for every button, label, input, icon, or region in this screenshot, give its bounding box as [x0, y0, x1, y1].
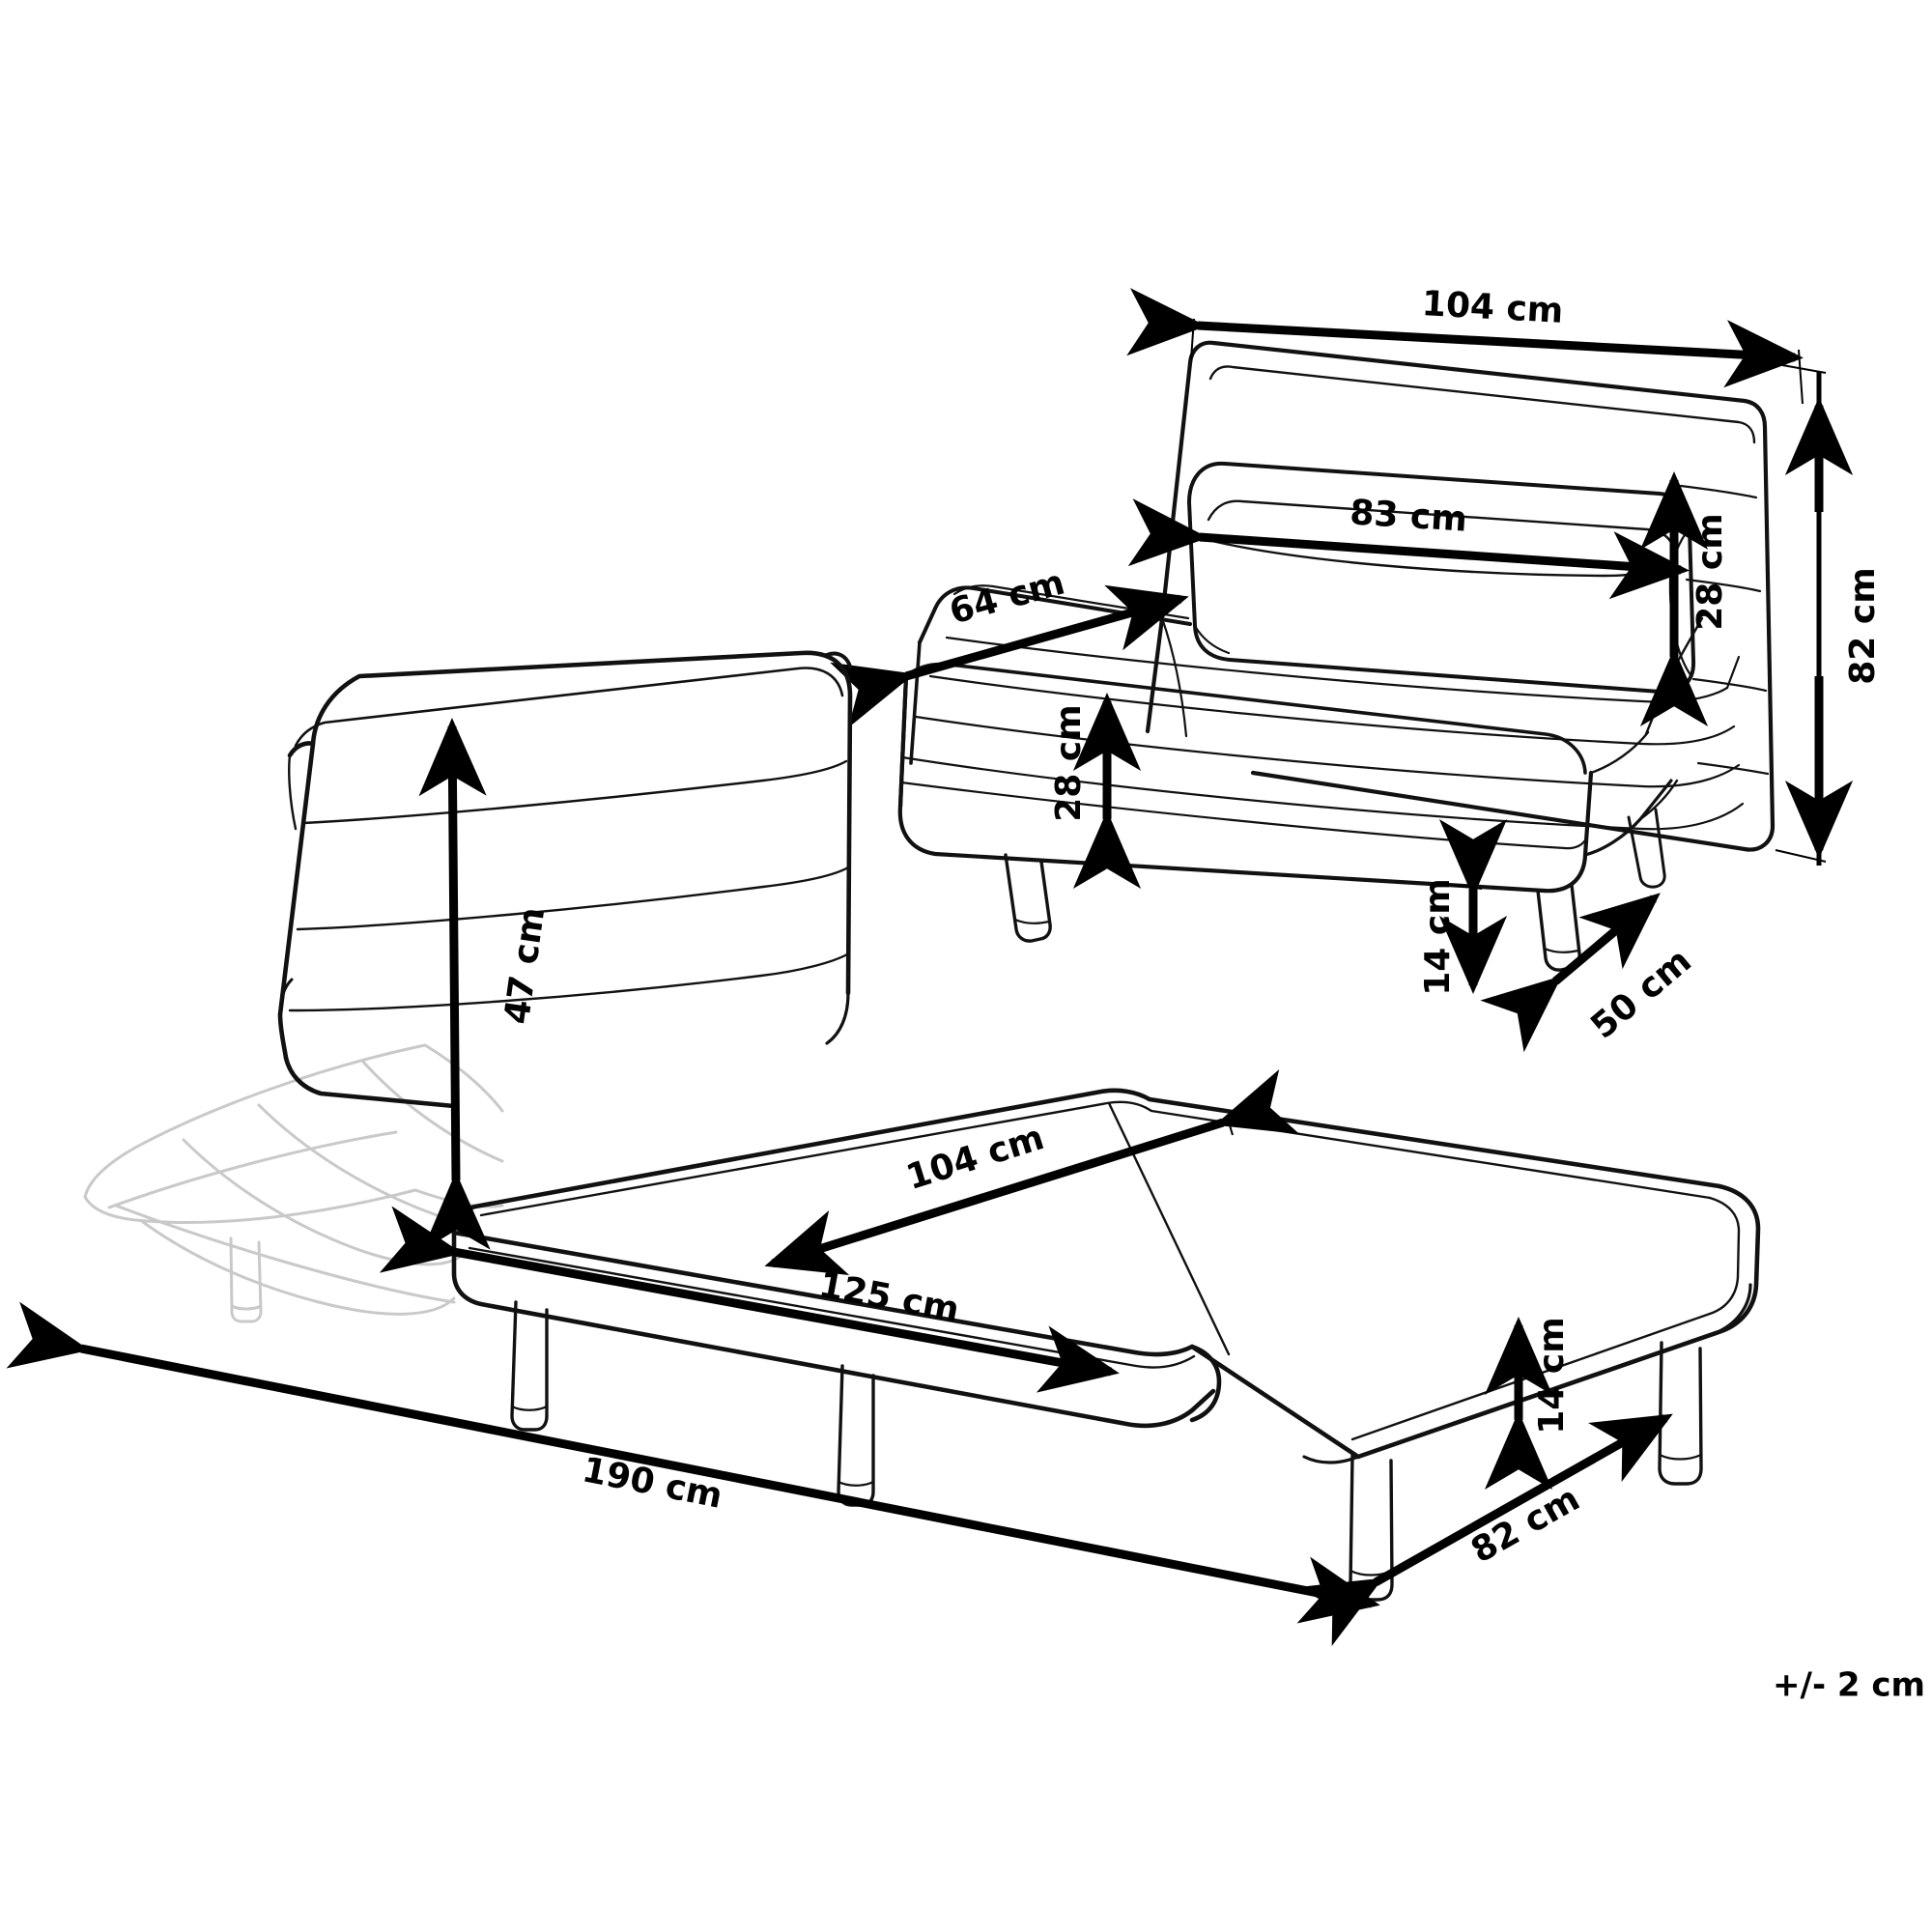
bed-view-dimensions [6, 718, 1673, 1647]
dimension-line-chair-width [1126, 288, 1804, 388]
label-bed-leg-height: 14 cm [1532, 1317, 1572, 1434]
label-leg-height: 14 cm [1418, 878, 1458, 995]
label-cushion-height: 28 cm [1690, 513, 1730, 630]
label-seat-height: 28 cm [1049, 704, 1089, 821]
label-chair-width: 104 cm [1421, 284, 1565, 331]
label-overall-height: 82 cm [1843, 567, 1883, 684]
dimension-line-bed-length [6, 1301, 1380, 1624]
dimension-line-seat-depth [830, 584, 1189, 728]
chair-view-dimensions [830, 288, 1854, 1053]
tolerance-note: +/- 2 cm [1773, 1666, 1925, 1705]
dimension-line-base-depth [1480, 893, 1661, 1053]
dimension-line-cushion-width [1127, 498, 1690, 600]
label-cushion-width: 83 cm [1349, 493, 1468, 539]
dimension-line-bed-width [1298, 1413, 1673, 1647]
dimension-line-backrest-height [418, 718, 491, 1251]
